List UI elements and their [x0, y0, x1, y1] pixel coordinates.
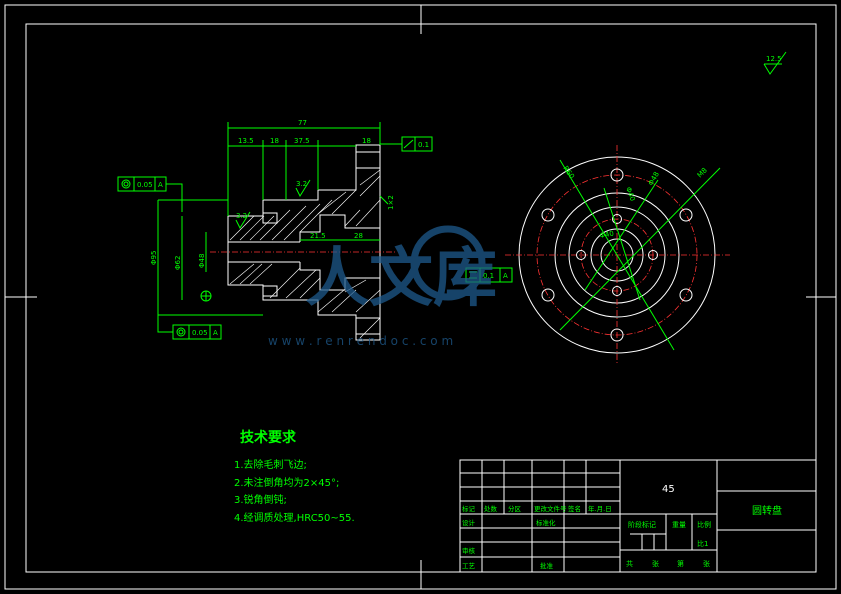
dim-dia3: Φ48 — [198, 254, 206, 268]
dim-outer-dia: Φ95 — [150, 251, 158, 265]
dim-seg3: 37.5 — [294, 137, 310, 145]
tol-datum-bottom: A — [213, 329, 218, 337]
dim-dia2: Φ62 — [174, 256, 182, 270]
tb-design: 设计 — [462, 518, 476, 527]
tb-drawing-name: 圆转盘 — [752, 504, 782, 517]
watermark-url: w w w . r e n r e n d o c . c o m — [268, 334, 453, 348]
section-view — [210, 144, 395, 341]
roughness-1: 3.2 — [296, 180, 307, 188]
tb-review: 审核 — [462, 546, 476, 555]
tol-coax-bottom: 0.05 — [192, 329, 208, 337]
tol-parallel-mid: 0.1 — [483, 272, 494, 280]
circle-label-5: M8 — [696, 166, 709, 179]
tb-sheet-1: 共 — [626, 559, 633, 568]
tb-material: 45 — [662, 484, 675, 495]
tb-label-count: 处数 — [484, 504, 498, 513]
tb-label-zone: 分区 — [508, 504, 522, 513]
tech-req-title: 技术要求 — [240, 429, 297, 446]
tb-process: 工艺 — [462, 562, 476, 570]
surface-finish-symbol: 12.5 — [763, 51, 787, 75]
tol-datum-mid: A — [503, 272, 508, 280]
dim-flange: 18 — [362, 137, 371, 145]
roughness-2: 3.2 — [236, 212, 247, 220]
tolerance-top-left: 0.05 A — [117, 176, 183, 212]
tech-req-item-2: 2.未注倒角均为2×45°; — [234, 476, 339, 489]
watermark-text: 人文库 — [305, 242, 497, 316]
tb-scale: 比1 — [697, 539, 708, 548]
watermark: 人文库 w w w . r e n r e n d o c . c o m — [268, 225, 497, 348]
dim-inner-len2: 28 — [354, 232, 363, 240]
tech-req-item-3: 3.锐角倒钝; — [234, 493, 287, 506]
bolt-holes-inner — [576, 214, 658, 296]
bolt-holes-outer — [541, 168, 693, 342]
tb-ratio-label: 比例 — [697, 520, 711, 529]
tb-label-date: 年.月.日 — [588, 504, 612, 513]
tolerance-top-right: 0.1 — [380, 136, 433, 152]
tb-sheet-2: 张 — [652, 559, 659, 568]
tb-approve: 批准 — [540, 561, 554, 570]
surface-finish-value: 12.5 — [766, 55, 782, 63]
tol-coax-top: 0.05 — [137, 181, 153, 189]
tb-std: 标准化 — [536, 518, 556, 527]
dim-chamfer: 1×2 — [387, 195, 395, 210]
circle-label-4: Φ40 — [599, 230, 615, 240]
tech-req-item-1: 1.去除毛刺飞边; — [234, 458, 307, 471]
tech-requirements: 技术要求 1.去除毛刺飞边; 2.未注倒角均为2×45°; 3.锐角倒钝; 4.… — [234, 429, 355, 524]
tech-req-item-4: 4.经调质处理,HRC50~55. — [234, 511, 355, 524]
tb-sheet-3: 第 — [677, 559, 684, 568]
tb-label-mark: 标记 — [462, 504, 476, 513]
title-block: 标记 处数 分区 更改文件号 签名 年.月.日 设计 标准化 审核 工艺 批准 … — [459, 459, 817, 573]
tol-datum-top: A — [158, 181, 163, 189]
circle-label-3: Φ48 — [647, 171, 661, 187]
end-view: R60 Φ40 Φ48 Φ40 M8 — [505, 145, 730, 365]
tb-label-doc: 更改文件号 — [534, 504, 567, 513]
dim-seg2: 18 — [270, 137, 279, 145]
tb-weight: 重量 — [672, 521, 686, 529]
dim-inner-len1: 21.5 — [310, 232, 326, 240]
tb-stage: 阶段标记 — [628, 520, 656, 529]
dim-seg1: 13.5 — [238, 137, 254, 145]
tolerance-bottom-left: 0.05 A — [157, 315, 222, 340]
tb-sheet-4: 张 — [703, 559, 710, 568]
dim-overall-length: 77 — [298, 119, 307, 127]
tb-label-sign: 签名 — [568, 504, 581, 513]
section-dimensions: 77 13.5 18 37.5 18 3.2 3.2 21.5 28 Φ95 Φ… — [150, 119, 395, 316]
tol-runout-top: 0.1 — [418, 141, 429, 149]
